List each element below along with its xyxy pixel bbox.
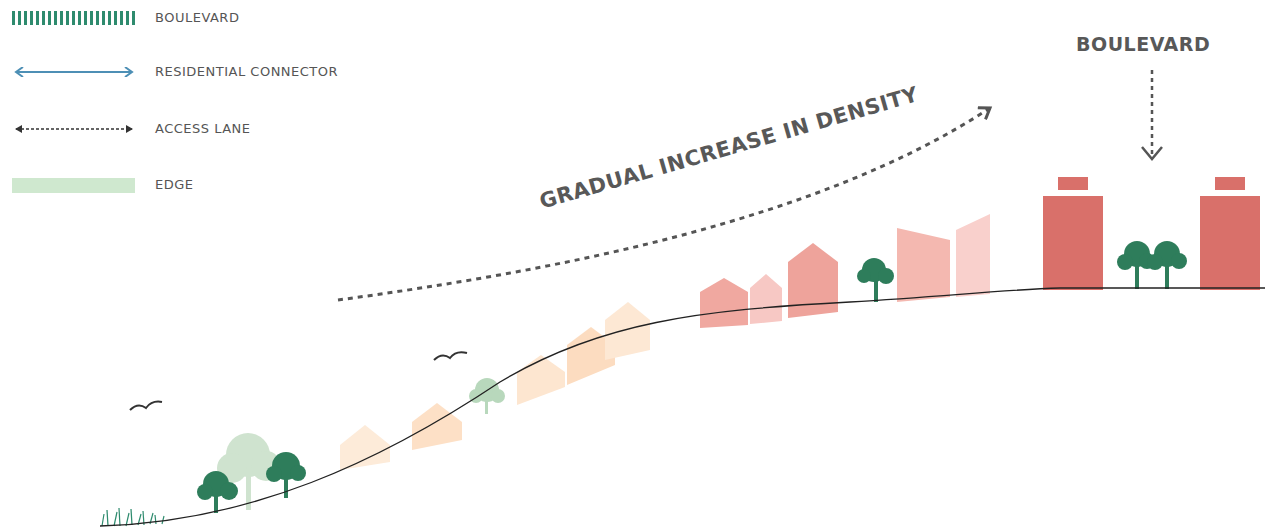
houses bbox=[340, 177, 1260, 470]
grass bbox=[102, 508, 164, 526]
ground-line bbox=[100, 288, 1265, 526]
legend-text: EDGE bbox=[155, 177, 194, 192]
pointer-head bbox=[1142, 147, 1162, 159]
density-arrow bbox=[338, 108, 990, 300]
legend-text: BOULEVARD bbox=[155, 10, 239, 25]
bird bbox=[434, 352, 467, 360]
connector-sample bbox=[16, 71, 132, 73]
access-lane-sample bbox=[16, 128, 132, 129]
legend-text: ACCESS LANE bbox=[155, 121, 251, 136]
legend-text: RESIDENTIAL CONNECTOR bbox=[155, 64, 338, 79]
boulevard-sample bbox=[12, 11, 135, 25]
density-label: GRADUAL INCREASE IN DENSITY bbox=[537, 82, 921, 213]
boulevard-pointer bbox=[1151, 70, 1154, 155]
bird bbox=[130, 402, 162, 410]
trees bbox=[197, 241, 1187, 513]
legend-swatch bbox=[12, 178, 135, 193]
boulevard-label: BOULEVARD bbox=[1076, 33, 1210, 55]
